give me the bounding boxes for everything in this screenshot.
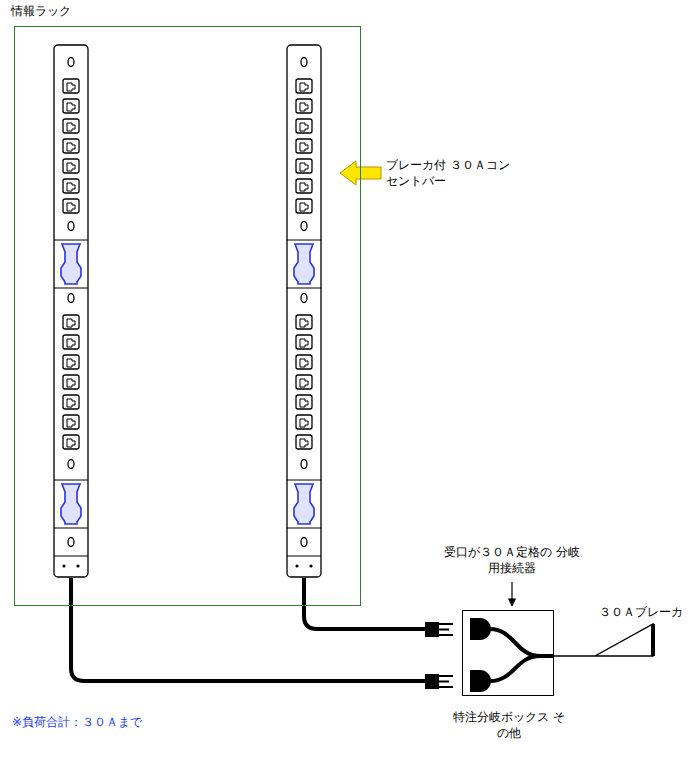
receptacle — [470, 618, 491, 640]
outlet-bars — [54, 45, 321, 577]
rack-heading: 情報ラック — [11, 3, 71, 19]
connector-note: 受口が３０Ａ定格の 分岐用接続器 — [442, 544, 582, 576]
power-cable — [304, 578, 425, 629]
power-cable — [71, 578, 425, 681]
outlet-bar — [287, 45, 321, 577]
box-caption: 特注分岐ボックス その他 — [453, 709, 565, 741]
wire-connector — [554, 655, 595, 656]
plug — [425, 674, 453, 689]
leader-arrow — [511, 582, 512, 606]
internal-wire — [490, 629, 554, 681]
branch-box: 特注分岐ボックス その他 — [462, 610, 554, 696]
breaker-symbol: ３０Ａブレーカ — [595, 608, 695, 658]
plug — [425, 622, 453, 637]
outlet-bar — [54, 45, 88, 577]
load-note: ※負荷合計：３０Ａまで — [12, 714, 272, 730]
rack-outline: 情報ラック — [14, 26, 361, 606]
callout-label: ブレーカ付 ３０Ａコンセントバー — [386, 157, 516, 189]
receptacle — [470, 670, 491, 692]
breaker-label: ３０Ａブレーカ — [599, 604, 683, 620]
